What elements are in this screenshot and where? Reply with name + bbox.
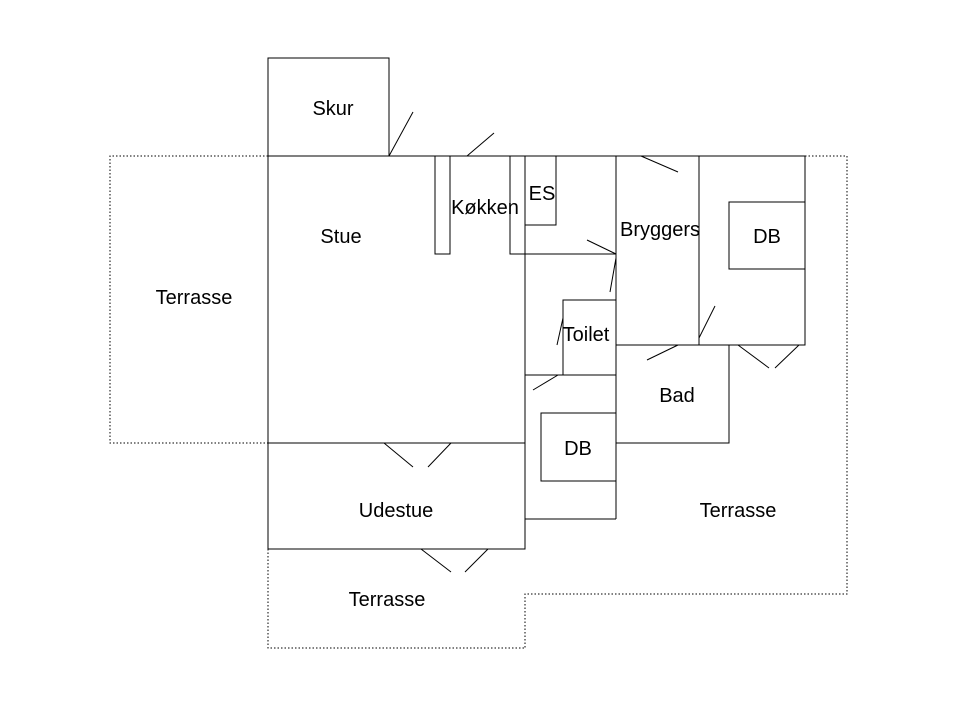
terrace-bottom-outline xyxy=(267,549,525,649)
room-bryggers xyxy=(615,155,700,346)
label-kokken: Køkken xyxy=(451,197,519,219)
label-bad: Bad xyxy=(659,385,695,407)
toilet-fixture xyxy=(562,299,617,376)
door-right-block xyxy=(698,305,716,339)
label-terrasse-bottom: Terrasse xyxy=(349,589,426,611)
door-bad-top xyxy=(646,344,679,361)
room-db-bottom xyxy=(540,412,617,482)
door-right-bottom-b xyxy=(774,344,800,369)
room-es xyxy=(524,155,557,226)
terrace-right-outline xyxy=(524,155,848,648)
door-skur xyxy=(388,111,414,157)
label-db-bottom: DB xyxy=(564,438,592,460)
label-db-top: DB xyxy=(753,226,781,248)
label-terrasse-right: Terrasse xyxy=(700,500,777,522)
door-hall-lower xyxy=(532,374,559,391)
label-bryggers: Bryggers xyxy=(620,219,700,241)
door-udestue-b xyxy=(427,442,452,468)
label-es: ES xyxy=(529,183,556,205)
door-terrace-bottom-a xyxy=(420,548,452,573)
room-db-top xyxy=(728,201,806,270)
door-kitchen-top xyxy=(466,132,495,157)
door-terrace-bottom-b xyxy=(464,548,489,573)
room-right-block xyxy=(698,155,806,346)
label-terrasse-left: Terrasse xyxy=(156,287,233,309)
label-stue: Stue xyxy=(320,226,361,248)
room-udestue xyxy=(267,442,526,550)
label-udestue: Udestue xyxy=(359,500,434,522)
label-toilet: Toilet xyxy=(563,324,610,346)
terrace-left-outline xyxy=(109,155,268,444)
door-bryggers-top xyxy=(640,155,679,173)
door-udestue-a xyxy=(383,442,414,468)
door-bryggers-left-b xyxy=(609,257,617,293)
room-bad xyxy=(616,344,730,444)
kitchen-counter-left xyxy=(434,155,451,255)
door-toilet xyxy=(556,317,564,346)
label-skur: Skur xyxy=(312,98,353,120)
door-bryggers-left-a xyxy=(586,239,617,255)
door-right-bottom-a xyxy=(737,344,770,369)
